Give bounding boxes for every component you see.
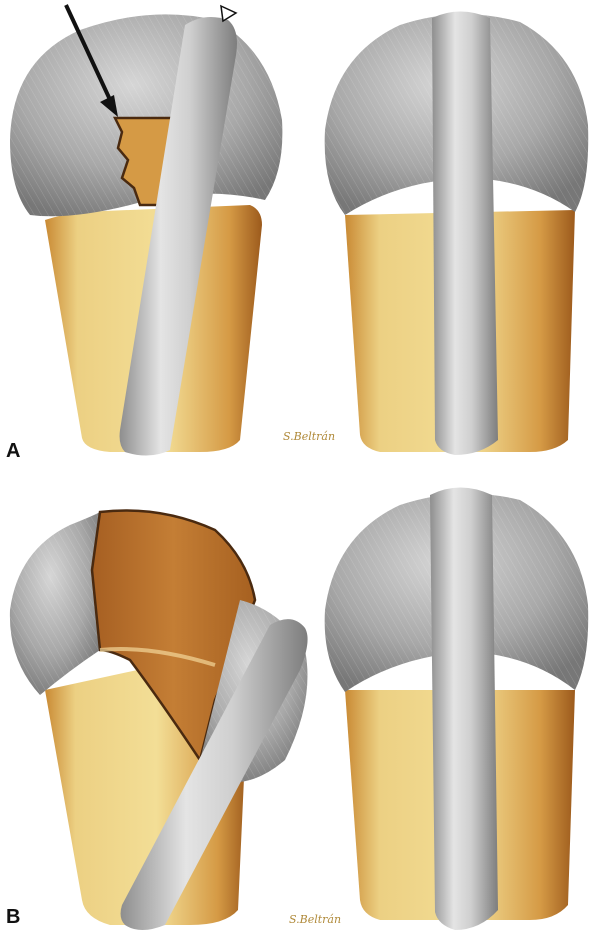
- biceps-tendon-dislocated: [120, 619, 308, 930]
- biceps-tendon: [432, 11, 498, 455]
- panel-b-right-humerus: [324, 487, 589, 930]
- illustrator-signature-b: S.Beltrán: [289, 913, 342, 926]
- open-triangle-arrowhead-icon: [220, 4, 238, 23]
- panel-label-a: A: [6, 440, 21, 462]
- illustrator-signature-a: S.Beltrán: [283, 430, 336, 443]
- biceps-tendon: [430, 487, 498, 930]
- biceps-tendon: [119, 16, 237, 456]
- panel-b-left-humerus: [9, 509, 308, 930]
- panel-a-right-humerus: [324, 11, 589, 455]
- panel-a-left-humerus: [10, 4, 283, 456]
- panel-label-b: B: [6, 906, 21, 928]
- greater-tuberosity-line: [99, 647, 216, 667]
- black-arrow-icon: [64, 4, 118, 117]
